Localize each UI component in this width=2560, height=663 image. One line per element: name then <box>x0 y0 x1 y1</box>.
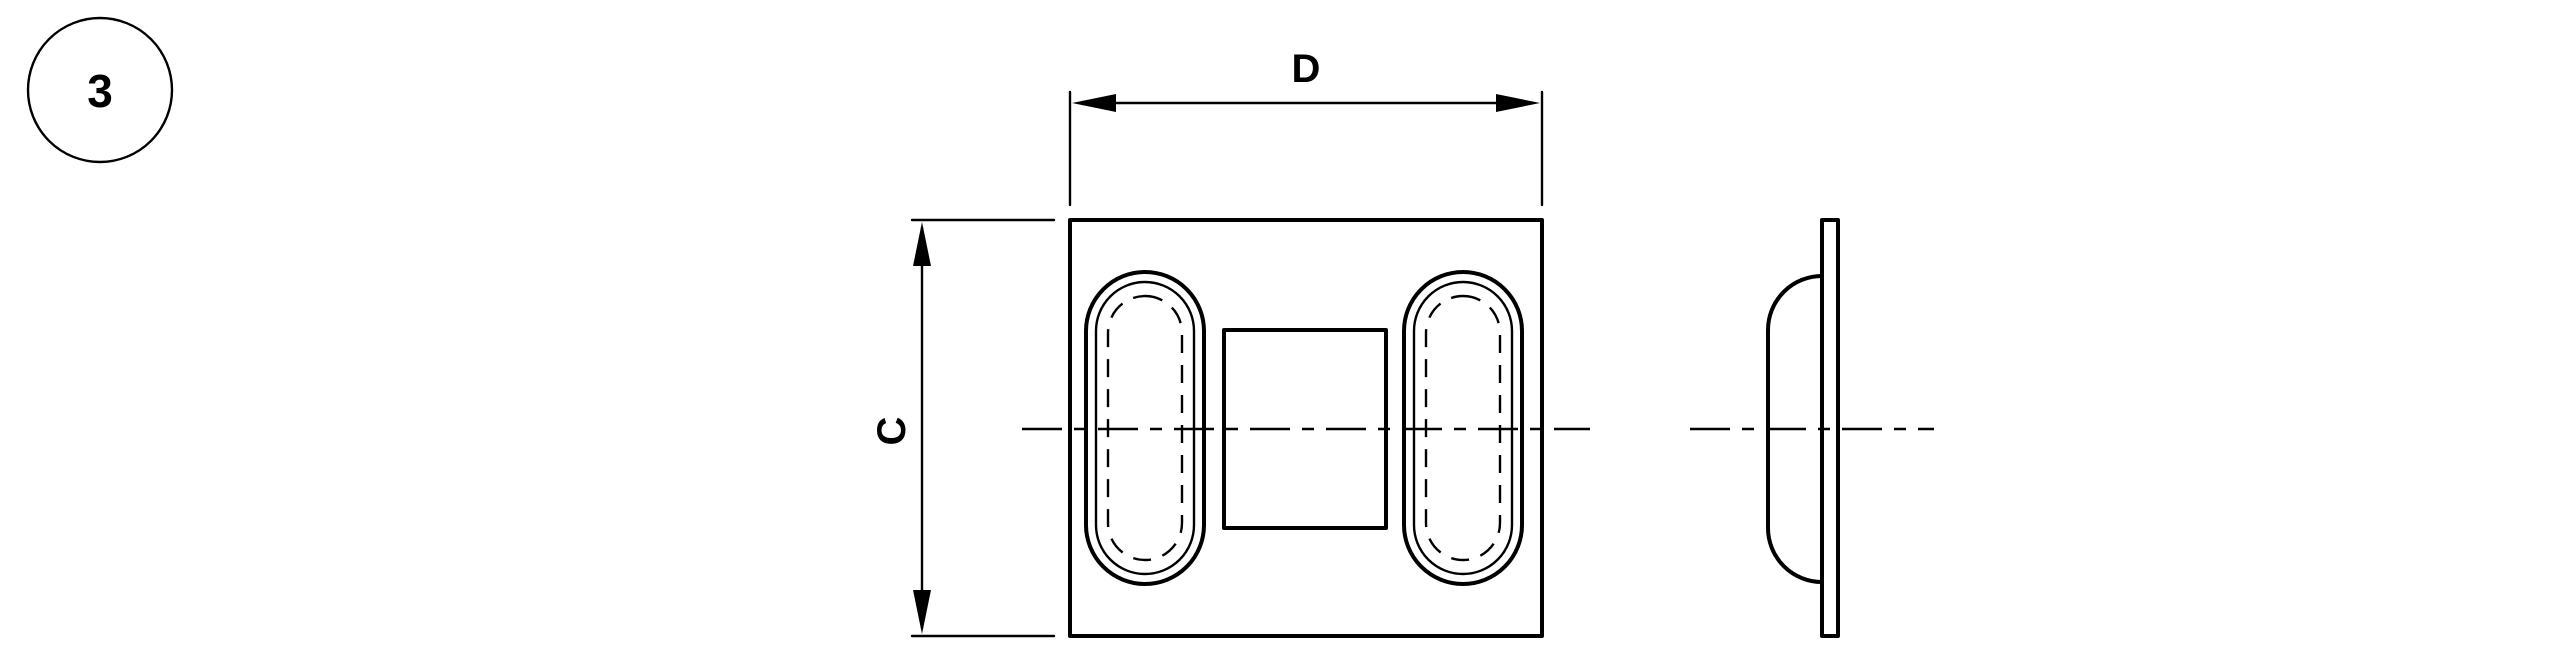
dimension-d-label: D <box>1292 47 1321 91</box>
figure-number: 3 <box>87 65 113 117</box>
dimension-c-label: C <box>870 417 914 446</box>
dimension-d: D <box>1068 47 1544 207</box>
side-view <box>1690 218 1934 638</box>
figure-number-badge: 3 <box>26 16 174 164</box>
dimension-c: C <box>870 218 1056 638</box>
front-view <box>1022 218 1590 638</box>
